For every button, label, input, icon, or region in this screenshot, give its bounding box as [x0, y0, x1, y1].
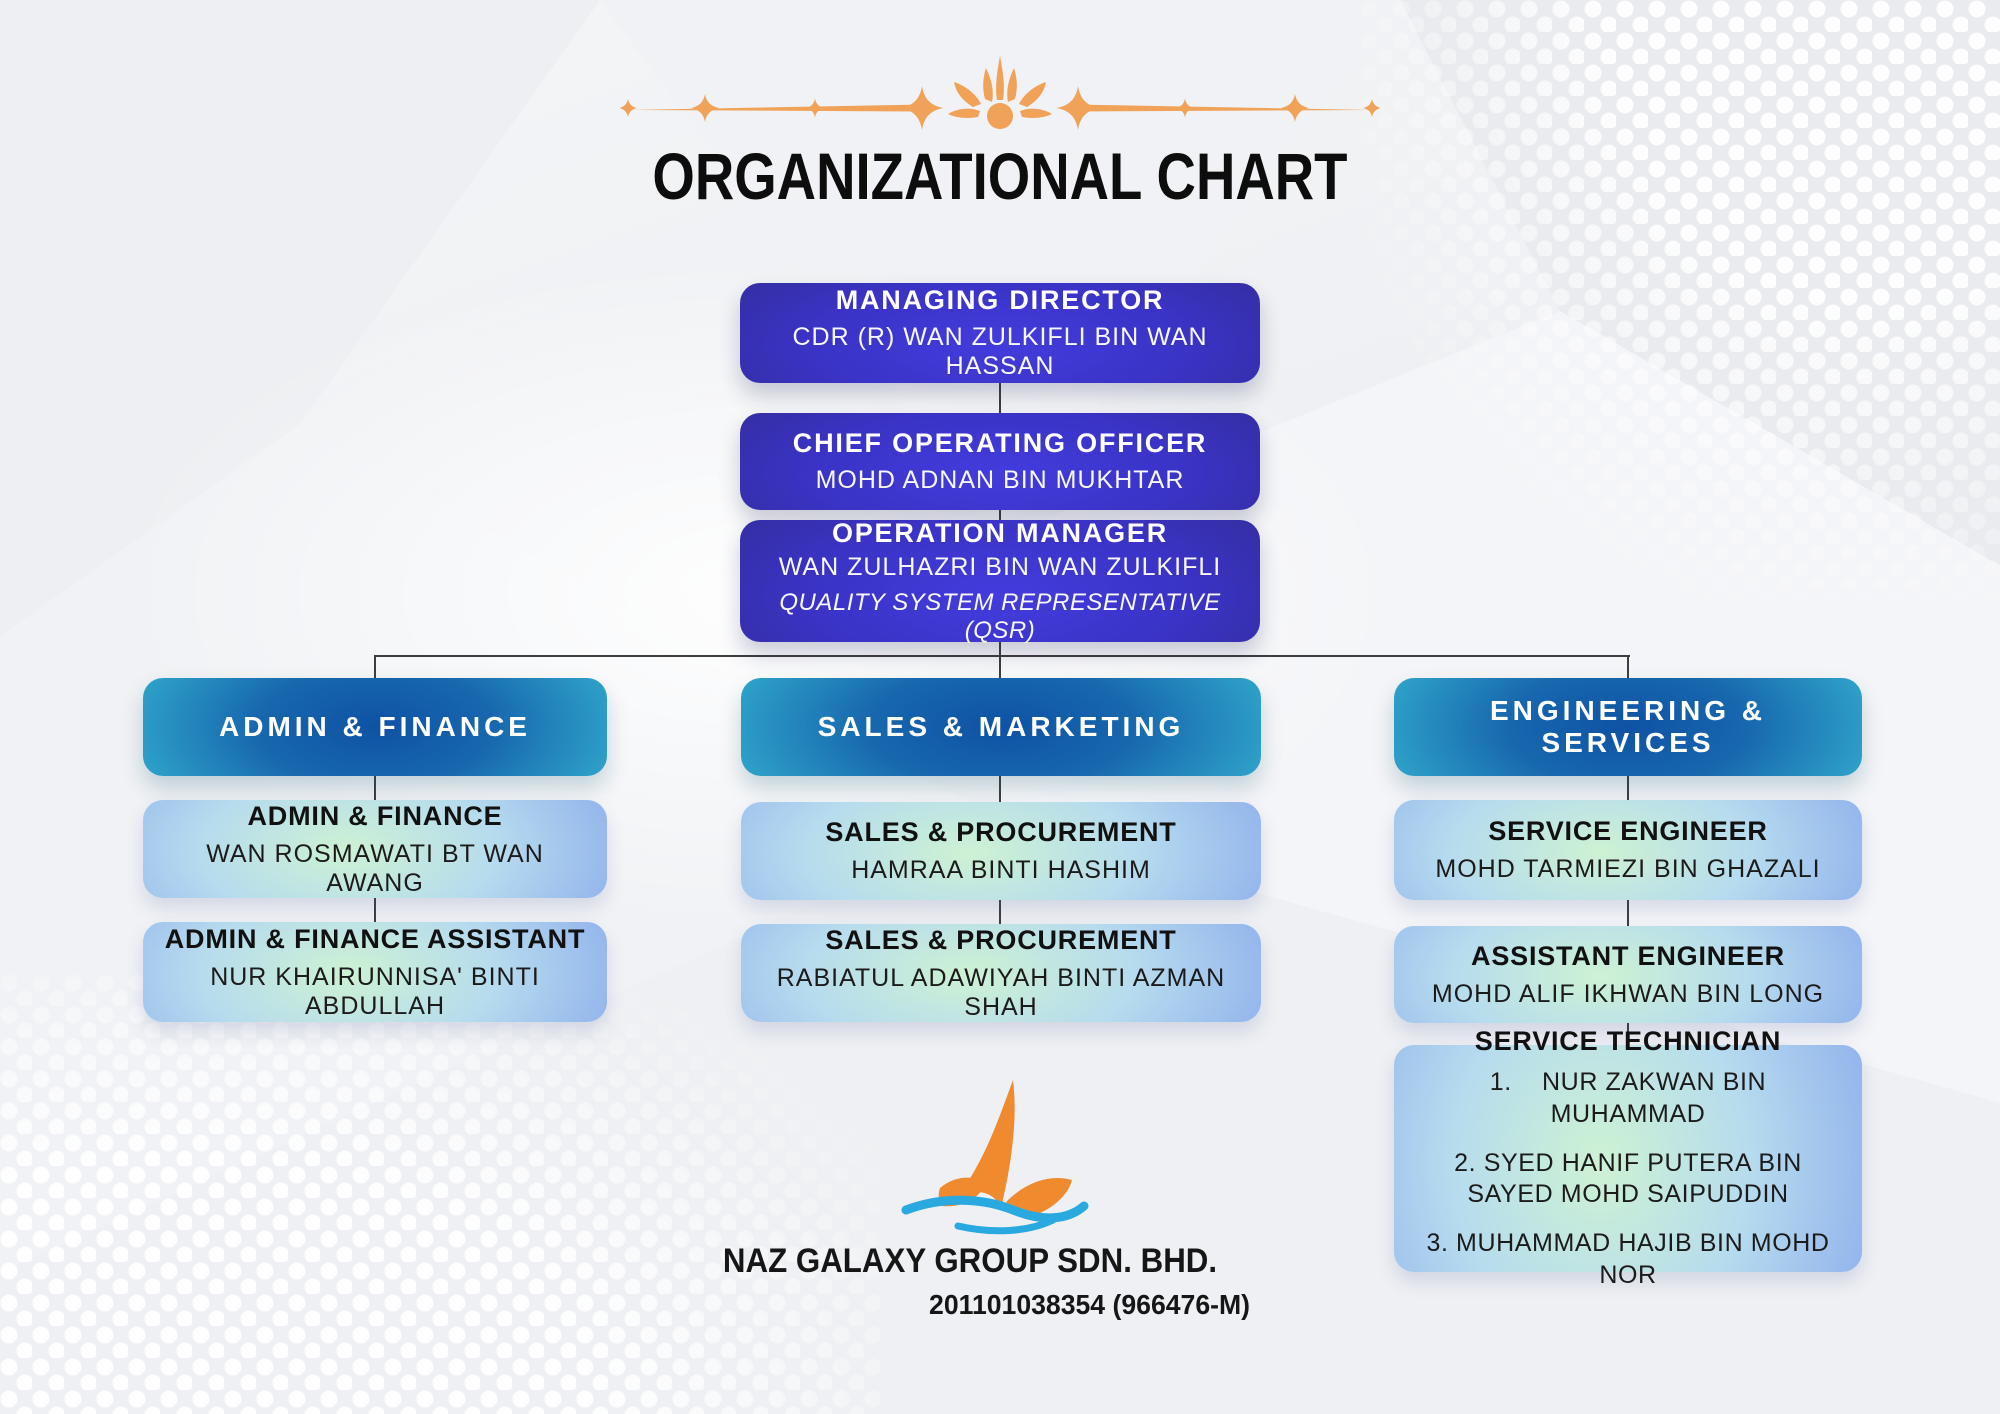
coo-role: CHIEF OPERATING OFFICER: [792, 428, 1208, 458]
connector-horizontal-bus: [374, 655, 1630, 657]
member-name: NUR KHAIRUNNISA' BINTI ABDULLAH: [210, 962, 540, 1020]
dept-header-engineering-services: ENGINEERING & SERVICES: [1394, 678, 1862, 776]
team-member: 2. SYED HANIF PUTERA BIN SAYED MOHD SAIP…: [1454, 1148, 1810, 1208]
member-role: ADMIN & FINANCE ASSISTANT: [164, 923, 586, 954]
connector-coo-om: [999, 510, 1001, 520]
member-role: SERVICE ENGINEER: [1488, 816, 1768, 846]
connector-admin-1: [374, 776, 376, 800]
ornament-icon: [620, 56, 1380, 130]
connector-eng-1: [1627, 776, 1629, 800]
page-title: ORGANIZATIONAL CHART: [652, 140, 1348, 215]
member-role: SALES & PROCUREMENT: [825, 817, 1177, 847]
company-name: NAZ GALAXY GROUP SDN. BHD.: [722, 1241, 1218, 1281]
company-registration: 201101038354 (966476-M): [929, 1289, 1250, 1320]
member-name: MOHD ALIF IKHWAN BIN LONG: [1431, 979, 1825, 1008]
member-box-assistant-engineer: ASSISTANT ENGINEER MOHD ALIF IKHWAN BIN …: [1394, 926, 1862, 1023]
dept-header-admin-finance: ADMIN & FINANCE: [143, 678, 607, 776]
managing-director-role: MANAGING DIRECTOR: [835, 285, 1165, 315]
connector-drop-admin: [374, 655, 376, 678]
managing-director-box: MANAGING DIRECTOR CDR (R) WAN ZULKIFLI B…: [740, 283, 1260, 383]
member-role: ASSISTANT ENGINEER: [1471, 940, 1785, 971]
dept-label: ENGINEERING & SERVICES: [1489, 695, 1767, 758]
member-name: HAMRAA BINTI HASHIM: [851, 856, 1151, 884]
managing-director-name: CDR (R) WAN ZULKIFLI BIN WAN HASSAN: [792, 323, 1208, 380]
member-name: WAN ROSMAWATI BT WAN AWANG: [206, 839, 544, 897]
company-logo: [888, 1078, 1113, 1240]
member-box-service-technicians: SERVICE TECHNICIAN 1. NUR ZAKWAN BIN MUH…: [1394, 1026, 1862, 1289]
footer: NAZ GALAXY GROUP SDN. BHD. 201101038354 …: [690, 1242, 1250, 1321]
dot-pattern-top-right: [1360, 0, 2000, 600]
dot-pattern-bottom-left: [0, 974, 880, 1414]
coo-box: CHIEF OPERATING OFFICER MOHD ADNAN BIN M…: [740, 413, 1260, 510]
connector-drop-sales: [999, 655, 1001, 678]
connector-drop-engineering: [1627, 655, 1629, 678]
member-box-admin-finance: ADMIN & FINANCE WAN ROSMAWATI BT WAN AWA…: [143, 800, 607, 898]
team-member: 1. NUR ZAKWAN BIN MUHAMMAD: [1489, 1068, 1774, 1128]
member-role: ADMIN & FINANCE: [247, 800, 503, 831]
operation-manager-note: QUALITY SYSTEM REPRESENTATIVE (QSR): [779, 588, 1221, 644]
member-box-admin-finance-assistant: ADMIN & FINANCE ASSISTANT NUR KHAIRUNNIS…: [143, 922, 607, 1022]
connector-admin-2: [374, 898, 376, 922]
connector-eng-2: [1627, 900, 1629, 926]
team-member: 3. MUHAMMAD HAJIB BIN MOHD NOR: [1426, 1229, 1838, 1289]
member-box-sales-procurement-2: SALES & PROCUREMENT RABIATUL ADAWIYAH BI…: [741, 924, 1261, 1022]
connector-sales-1: [999, 776, 1001, 802]
member-name: RABIATUL ADAWIYAH BINTI AZMAN SHAH: [776, 963, 1226, 1021]
operation-manager-box: OPERATION MANAGER WAN ZULHAZRI BIN WAN Z…: [740, 517, 1260, 644]
connector-md-coo: [999, 383, 1001, 413]
operation-manager-name: WAN ZULHAZRI BIN WAN ZULKIFLI: [778, 552, 1222, 581]
ornament-divider: [620, 50, 1380, 162]
operation-manager-role: OPERATION MANAGER: [831, 517, 1169, 548]
dept-header-sales-marketing: SALES & MARKETING: [741, 678, 1261, 776]
dept-label: SALES & MARKETING: [817, 711, 1185, 742]
member-box-sales-procurement-1: SALES & PROCUREMENT HAMRAA BINTI HASHIM: [741, 802, 1261, 900]
coo-name: MOHD ADNAN BIN MUKHTAR: [815, 466, 1185, 494]
member-box-service-engineer: SERVICE ENGINEER MOHD TARMIEZI BIN GHAZA…: [1394, 800, 1862, 900]
connector-om-bus: [999, 642, 1001, 656]
team-title: SERVICE TECHNICIAN: [1474, 1026, 1782, 1057]
member-name: MOHD TARMIEZI BIN GHAZALI: [1435, 855, 1821, 883]
connector-eng-3: [1627, 1023, 1629, 1045]
member-role: SALES & PROCUREMENT: [825, 924, 1177, 955]
dept-label: ADMIN & FINANCE: [219, 711, 531, 742]
sailboat-logo-icon: [901, 1080, 1089, 1235]
connector-sales-2: [999, 900, 1001, 924]
